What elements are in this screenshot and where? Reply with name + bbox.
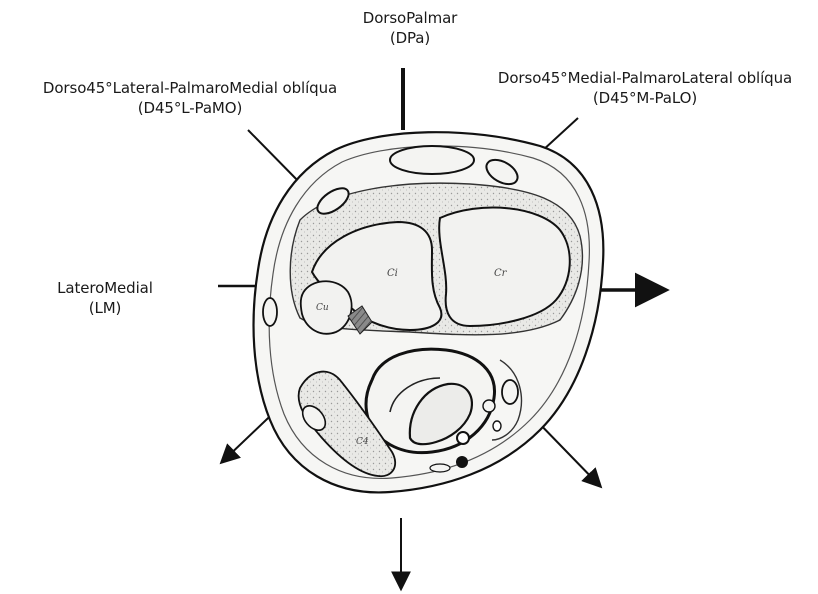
projection-label-lm: LateroMedial (LM) — [30, 278, 180, 318]
bone-label-cu: Cu — [316, 303, 329, 313]
projection-label-l-pamo: Dorso45°Lateral-PalmaroMedial oblíqua (D… — [0, 78, 380, 118]
vessel-e — [430, 464, 450, 472]
vessel-dark — [456, 456, 468, 468]
bone-label-cr: Cr — [494, 268, 508, 279]
projection-abbreviation: (D45°L-PaMO) — [0, 98, 380, 118]
bone-label-ci: Ci — [387, 268, 398, 279]
vessel-d — [493, 421, 501, 431]
lateral-tendon — [263, 298, 277, 326]
projection-name: LateroMedial — [30, 278, 180, 298]
bone-label-c4: C4 — [356, 437, 369, 447]
dorsal-tendon-center — [390, 146, 474, 174]
projection-abbreviation: (D45°M-PaLO) — [470, 88, 818, 108]
projection-label-m-palo: Dorso45°Medial-PalmaroLateral oblíqua (D… — [470, 68, 818, 108]
vessel-a — [502, 380, 518, 404]
projection-name: Dorso45°Lateral-PalmaroMedial oblíqua — [0, 78, 380, 98]
projection-name: Dorso45°Medial-PalmaroLateral oblíqua — [470, 68, 818, 88]
vessel-c — [457, 432, 469, 444]
projection-abbreviation: (LM) — [30, 298, 180, 318]
vessel-b — [483, 400, 495, 412]
projection-abbreviation: (DPa) — [330, 28, 490, 48]
projection-name: DorsoPalmar — [330, 8, 490, 28]
projection-label-dpa: DorsoPalmar (DPa) — [330, 8, 490, 48]
carpus-section — [254, 132, 604, 492]
